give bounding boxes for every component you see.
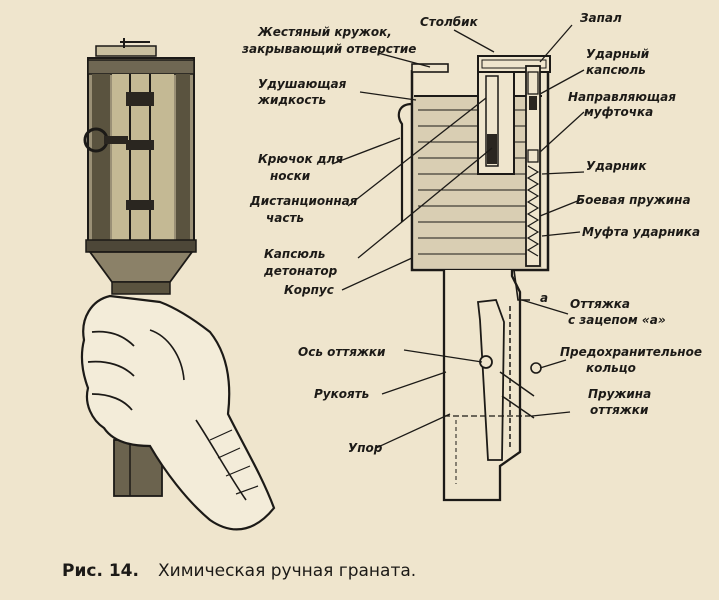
label-percussion-cap: Ударный капсюль	[586, 47, 653, 77]
label-pull-spring: Пружина оттяжки	[588, 387, 655, 417]
label-pull-hook: Оттяжка с зацепом «а»	[568, 297, 666, 327]
label-marker-a: а	[540, 291, 548, 305]
grenade-in-hand-illustration	[80, 38, 276, 531]
label-tin-cap: Жестяный кружок, закрывающий отверстие	[241, 25, 416, 56]
label-safety-ring: Предохранительное кольцо	[560, 345, 706, 375]
label-handle: Рукоять	[314, 387, 369, 401]
label-striker: Ударник	[586, 159, 647, 173]
label-striker-sleeve: Муфта ударника	[582, 225, 700, 239]
label-choking-liquid: Удушающая жидкость	[257, 77, 351, 107]
label-body: Корпус	[284, 283, 334, 297]
label-pull-axis: Ось оттяжки	[298, 345, 386, 359]
label-detonator: Капсюль детонатор	[263, 247, 338, 278]
label-fuse: Запал	[580, 11, 622, 25]
label-mainspring: Боевая пружина	[576, 193, 691, 207]
label-column: Столбик	[420, 15, 479, 29]
caption-prefix: Рис. 14.	[62, 561, 139, 581]
caption-title: Химическая ручная граната.	[158, 561, 416, 581]
label-time-part: Дистанционная часть	[249, 194, 362, 225]
figure-caption: Рис. 14. Химическая ручная граната.	[62, 561, 416, 581]
label-hook: Крючок для носки	[258, 152, 347, 183]
label-guide-sleeve: Направляющая муфточка	[568, 90, 680, 119]
label-stop: Упор	[348, 441, 383, 455]
grenade-cross-section	[397, 55, 551, 502]
leader-lines	[331, 24, 585, 449]
